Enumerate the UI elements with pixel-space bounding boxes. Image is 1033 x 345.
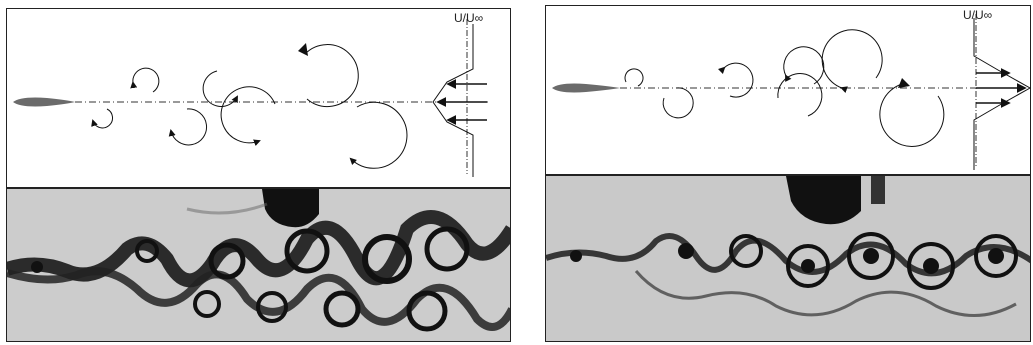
- right-figure: U/U∞: [545, 5, 1031, 342]
- vortex-upper-1: [625, 69, 643, 86]
- vortex-lower-3: [880, 84, 944, 146]
- vortex-upper-3-arrow: [298, 43, 308, 56]
- velocity-ratio-label: U/U∞: [963, 8, 992, 22]
- vortex-lower-1: [93, 109, 113, 128]
- bluff-body-shape: [552, 84, 620, 93]
- vortex-upper-2: [203, 71, 237, 107]
- left-figure: U/U∞: [6, 8, 511, 342]
- bluff-body-shape: [13, 98, 75, 107]
- vortex-lower-4: [351, 102, 407, 168]
- vortex-upper-4: [822, 30, 882, 88]
- vortex-upper-3: [784, 47, 824, 84]
- velocity-profile-curve: [974, 18, 1030, 170]
- vortex-lower-2: [778, 74, 822, 116]
- left-flow-visualization-photo: [6, 188, 511, 342]
- vortex-lower-3: [221, 87, 275, 143]
- velocity-ratio-label: U/U∞: [454, 11, 483, 25]
- vortex-lower-1: [663, 88, 693, 118]
- vortex-upper-3: [305, 45, 358, 107]
- left-wake-schematic: U/U∞: [6, 8, 511, 188]
- vortex-lower-2: [171, 109, 207, 145]
- vortex-upper-2: [724, 63, 753, 97]
- right-flow-visualization-photo: [545, 175, 1031, 342]
- vortex-upper-1: [133, 68, 159, 92]
- right-wake-schematic: U/U∞: [545, 5, 1031, 175]
